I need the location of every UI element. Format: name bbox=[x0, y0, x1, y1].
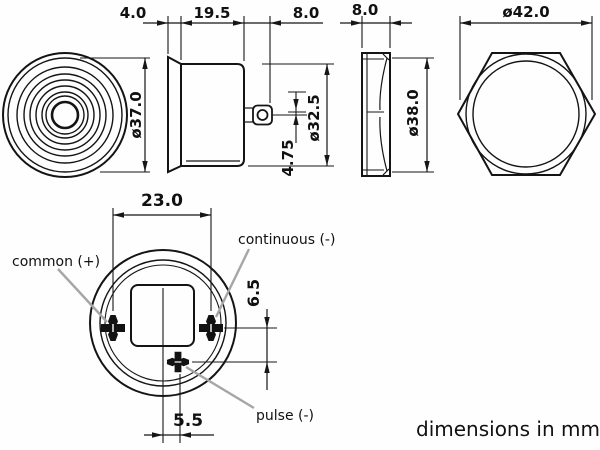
hex-nut-outline bbox=[456, 52, 597, 176]
continuous-leader-line bbox=[214, 248, 251, 318]
label-pulse-pin: pulse (-) bbox=[256, 408, 314, 424]
common-leader-line bbox=[57, 268, 108, 323]
common-pin bbox=[101, 315, 125, 341]
terminal-pin-side bbox=[244, 104, 307, 126]
dim-nut-outer-diameter: ø42.0 bbox=[502, 3, 549, 21]
rear-view: 23.0 6.5 5.5 common (+) continuous (-) p… bbox=[12, 191, 335, 443]
dim-terminal-offset: 4.75 bbox=[279, 139, 297, 176]
top-dimension-chain: 4.0 19.5 8.0 bbox=[120, 4, 323, 103]
continuous-pin bbox=[199, 315, 223, 341]
buzzer-body bbox=[180, 63, 245, 167]
dim-pulse-vertical-offset: 6.5 bbox=[244, 279, 263, 307]
label-continuous-pin: continuous (-) bbox=[238, 232, 335, 248]
pulse-pin bbox=[166, 351, 190, 373]
nut-bore bbox=[472, 60, 580, 168]
front-sound-hole bbox=[50, 100, 80, 130]
nut-thread-diameter-dimension: ø38.0 bbox=[392, 57, 434, 173]
front-diameter-dimension: ø37.0 bbox=[80, 57, 150, 173]
dim-terminal-length: 8.0 bbox=[293, 4, 320, 22]
dim-pulse-horizontal-offset: 5.5 bbox=[173, 411, 203, 431]
front-outer-rim bbox=[2, 52, 128, 178]
dim-nut-thread-diameter: ø38.0 bbox=[404, 89, 422, 136]
dim-pin-spacing: 23.0 bbox=[141, 191, 183, 211]
dim-nut-thickness: 8.0 bbox=[352, 1, 379, 19]
nut-outer-diameter-dimension: ø42.0 bbox=[459, 3, 593, 100]
dim-body-length: 19.5 bbox=[193, 4, 230, 22]
nut-side-view: 8.0 ø38.0 bbox=[340, 1, 434, 177]
side-section-view: 4.75 ø32.5 bbox=[167, 55, 334, 177]
units-note: dimensions in mm bbox=[416, 417, 600, 441]
front-view: ø37.0 bbox=[2, 52, 150, 178]
nut-front-view: ø42.0 bbox=[456, 3, 597, 176]
body-diameter-dimension: ø32.5 bbox=[248, 63, 334, 167]
pin-spacing-dimension: 23.0 bbox=[112, 191, 212, 311]
pulse-horizontal-dimension: 5.5 bbox=[144, 411, 214, 438]
dim-flange-diameter: ø37.0 bbox=[127, 91, 145, 138]
dim-flange-thickness: 4.0 bbox=[120, 4, 147, 22]
label-common-pin: common (+) bbox=[12, 254, 100, 270]
dim-body-diameter: ø32.5 bbox=[305, 94, 323, 141]
terminal-offset-dimension: 4.75 bbox=[279, 91, 306, 177]
nut-thickness-dimension: 8.0 bbox=[340, 1, 412, 48]
pulse-vertical-dimension: 6.5 bbox=[192, 279, 277, 390]
terminal-hole bbox=[256, 109, 269, 121]
flange-lip bbox=[167, 55, 182, 174]
pulse-leader-line bbox=[185, 365, 255, 410]
nut-side-outline bbox=[361, 52, 391, 177]
